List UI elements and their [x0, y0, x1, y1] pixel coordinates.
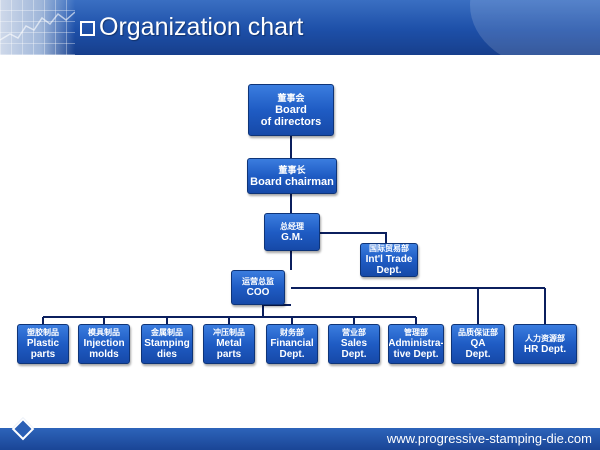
node-board-of-directors: 董事会 Board of directors [248, 84, 334, 136]
node-plastic-parts: 塑胶制品 Plastic parts [17, 324, 69, 364]
slide-header: Organization chart [0, 0, 600, 55]
node-board-chairman: 董事长 Board chairman [247, 158, 337, 194]
header-arc-decoration [470, 0, 600, 55]
node-hr-dept: 人力资源部 HR Dept. [513, 324, 577, 364]
node-financial-dept: 财务部 Financial Dept. [266, 324, 318, 364]
header-grid [0, 0, 75, 55]
node-gm: 总经理 G.M. [264, 213, 320, 251]
node-metal-parts: 冲压制品 Metal parts [203, 324, 255, 364]
node-coo: 运营总监 COO [231, 270, 285, 305]
node-qa-dept: 品质保证部 QA Dept. [451, 324, 505, 364]
header-wave-decoration [0, 11, 75, 41]
link-gm-trade [320, 232, 387, 243]
slide-footer [0, 428, 600, 450]
checkbox-icon [80, 20, 95, 36]
node-administrative-dept: 管理部 Administra- tive Dept. [388, 324, 444, 364]
node-stamping-dies: 金属制品 Stamping dies [141, 324, 193, 364]
node-intl-trade-dept: 国际贸易部 Int'l Trade Dept. [360, 243, 418, 277]
node-sales-dept: 营业部 Sales Dept. [328, 324, 380, 364]
website-url: www.progressive-stamping-die.com [386, 431, 592, 446]
node-injection-molds: 模具制品 Injection molds [78, 324, 130, 364]
title-group: Organization chart [80, 12, 303, 42]
page-title: Organization chart [99, 13, 304, 41]
header-fade [0, 0, 75, 55]
